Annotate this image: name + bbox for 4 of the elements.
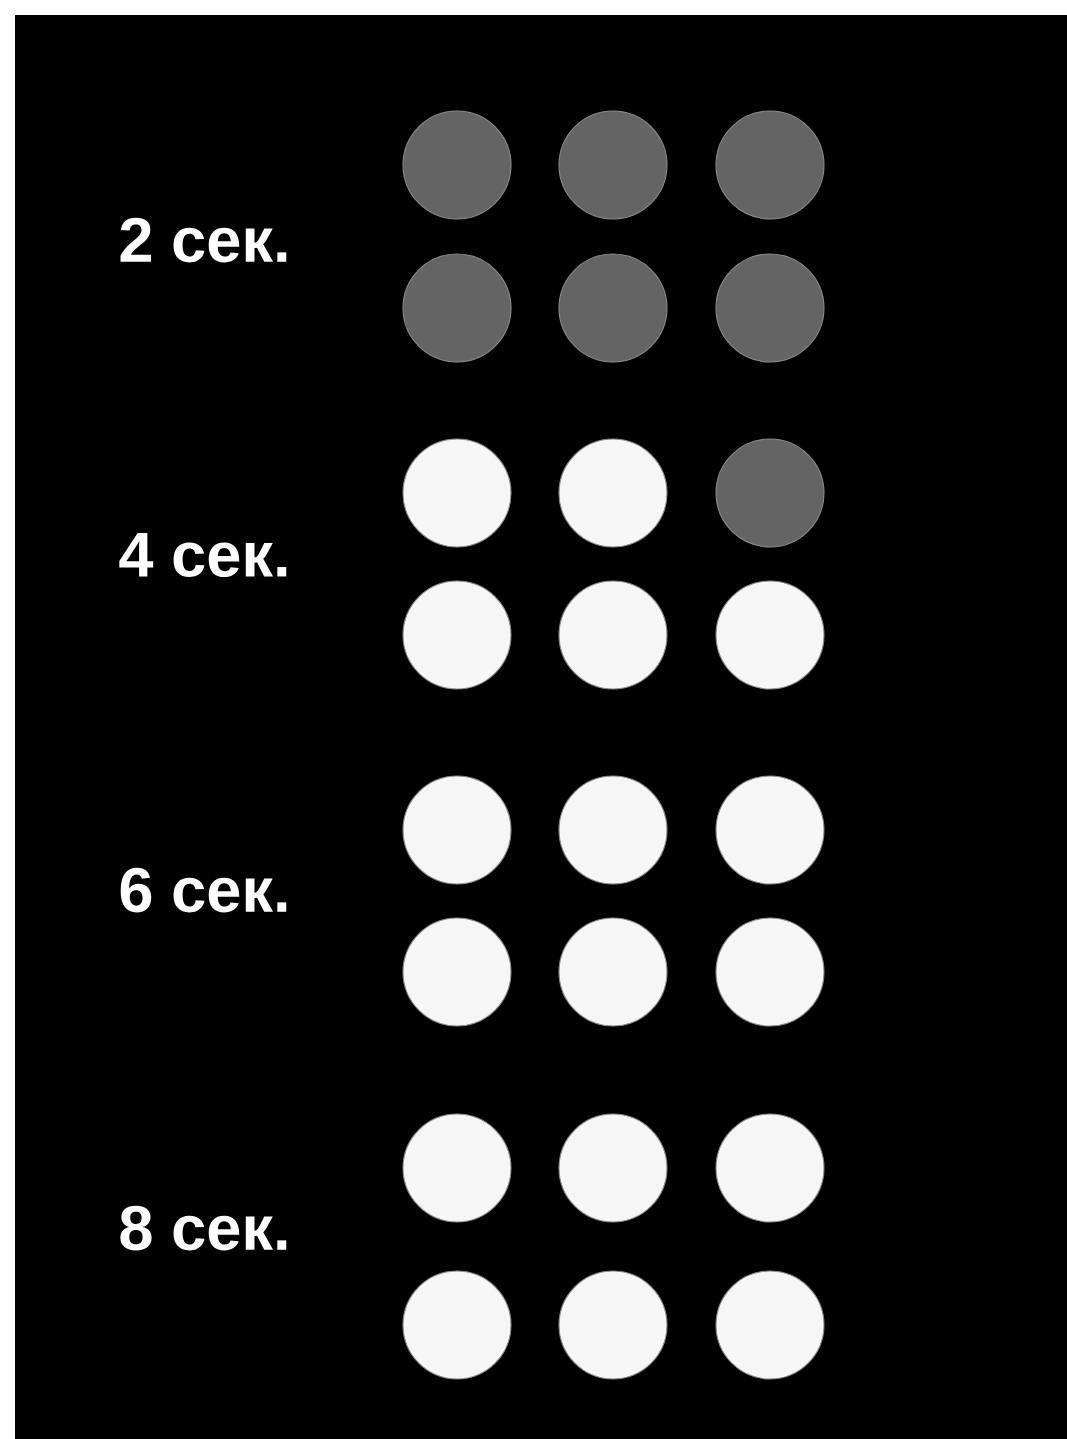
time-label: 4 сек. (119, 532, 287, 578)
time-label: 2 сек. (120, 217, 287, 263)
time-label: 6 сек. (120, 867, 287, 913)
time-label: 8 сек. (120, 1205, 287, 1251)
